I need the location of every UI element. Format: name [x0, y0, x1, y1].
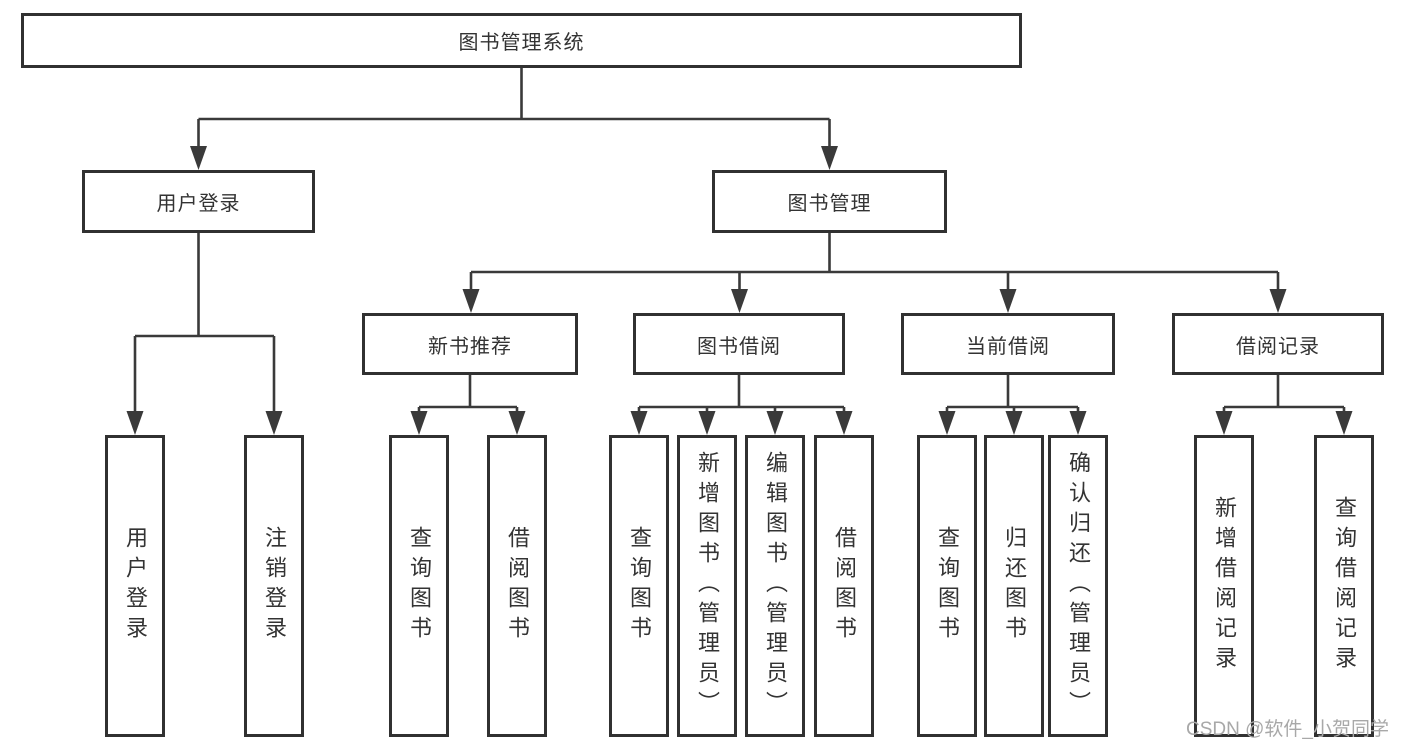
arrowhead-icon	[126, 411, 144, 435]
leaf-return-books: 归还图书	[984, 435, 1044, 737]
leaf-query-books-recommend: 查询图书	[389, 435, 449, 737]
arrowhead-icon	[410, 411, 428, 435]
node-borrowing-records: 借阅记录	[1172, 313, 1384, 375]
leaf-add-books-admin: 新增图书（管理员）	[677, 435, 737, 737]
node-new-book-recommend: 新书推荐	[362, 313, 578, 375]
arrowhead-icon	[1269, 289, 1287, 313]
leaf-label: 查询图书	[407, 526, 432, 646]
leaf-query-books-borrowing: 查询图书	[609, 435, 669, 737]
node-label: 用户登录	[156, 193, 241, 215]
node-label: 图书借阅	[697, 335, 781, 358]
arrowhead-icon	[1005, 411, 1023, 435]
arrowhead-icon	[265, 411, 283, 435]
leaf-label: 查询图书	[627, 526, 652, 646]
arrowhead-icon	[1215, 411, 1233, 435]
leaf-query-borrowing-record: 查询借阅记录	[1314, 435, 1374, 737]
arrowhead-icon	[731, 289, 748, 313]
leaf-edit-books-admin: 编辑图书（管理员）	[745, 435, 805, 737]
arrowhead-icon	[462, 289, 480, 313]
arrowhead-icon	[999, 289, 1017, 313]
leaf-query-books-current: 查询图书	[917, 435, 977, 737]
node-user-login: 用户登录	[82, 170, 315, 233]
leaf-borrow-books: 借阅图书	[814, 435, 874, 737]
node-label: 借阅记录	[1236, 335, 1320, 358]
arrowhead-icon	[1335, 411, 1353, 435]
csdn-watermark: CSDN @软件_小贺同学	[1186, 719, 1389, 740]
node-label: 图书管理系统	[458, 32, 585, 54]
node-label: 图书管理	[787, 193, 872, 215]
connector-root-fan	[197, 68, 831, 152]
node-library-management-system: 图书管理系统	[21, 13, 1022, 68]
arrowhead-icon	[821, 146, 838, 170]
leaf-label: 查询图书	[935, 526, 960, 646]
arrowhead-icon	[190, 146, 207, 170]
node-label: 当前借阅	[966, 335, 1050, 358]
leaf-logout: 注销登录	[244, 435, 304, 737]
leaf-confirm-return-admin: 确认归还（管理员）	[1048, 435, 1108, 737]
arrowhead-icon	[835, 411, 853, 435]
leaf-label: 确认归还（管理员）	[1066, 451, 1091, 721]
node-label: 新书推荐	[428, 335, 512, 358]
node-book-management: 图书管理	[712, 170, 947, 233]
arrowhead-icon	[630, 411, 648, 435]
leaf-label: 新增图书（管理员）	[695, 451, 720, 721]
leaf-label: 注销登录	[262, 526, 287, 646]
node-current-borrowing: 当前借阅	[901, 313, 1115, 375]
leaf-label: 新增借阅记录	[1212, 496, 1237, 676]
connector-login-fan	[133, 233, 276, 417]
leaf-label: 归还图书	[1002, 526, 1027, 646]
leaf-label: 借阅图书	[832, 526, 857, 646]
arrowheads	[126, 146, 1353, 435]
leaf-borrow-books-recommend: 借阅图书	[487, 435, 547, 737]
arrowhead-icon	[766, 411, 784, 435]
connector-recommend-fan	[417, 375, 519, 417]
connector-mgmt-fan	[469, 233, 1280, 295]
leaf-label: 借阅图书	[505, 526, 530, 646]
arrowhead-icon	[938, 411, 956, 435]
arrowhead-icon	[1069, 411, 1087, 435]
connector-current-fan	[945, 375, 1080, 417]
leaf-label: 编辑图书（管理员）	[763, 451, 788, 721]
node-book-borrowing: 图书借阅	[633, 313, 845, 375]
arrowhead-icon	[698, 411, 716, 435]
connector-records-fan	[1222, 375, 1346, 417]
leaf-label: 查询借阅记录	[1332, 496, 1357, 676]
arrowhead-icon	[508, 411, 526, 435]
connector-borrowing-fan	[637, 375, 846, 417]
leaf-add-borrowing-record: 新增借阅记录	[1194, 435, 1254, 737]
leaf-label: 用户登录	[123, 526, 148, 646]
leaf-user-login: 用户登录	[105, 435, 165, 737]
